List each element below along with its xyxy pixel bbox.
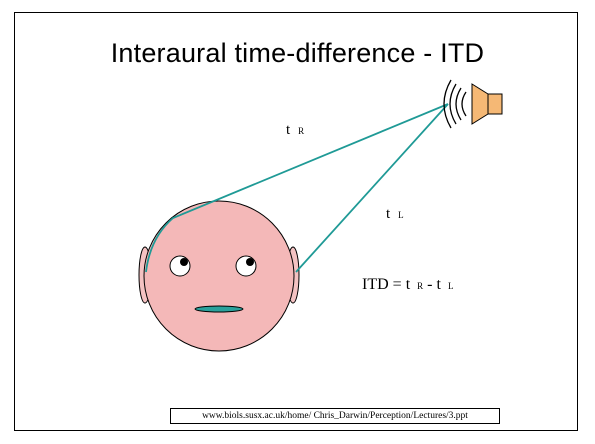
slide-title: Interaural time-difference - ITD <box>110 38 485 68</box>
sound-paths <box>145 103 449 273</box>
mouth <box>194 305 244 313</box>
speaker-icon <box>471 83 503 125</box>
path-to-left-ear <box>145 103 449 273</box>
head-circle <box>143 200 295 352</box>
path-to-right-ear <box>295 103 449 273</box>
head-figure <box>138 200 300 352</box>
right-pupil <box>246 258 254 266</box>
left-pupil <box>180 258 188 266</box>
source-url: www.biols.susx.ac.uk/home/ Chris_Darwin/… <box>170 408 500 424</box>
right-eye <box>235 255 257 277</box>
slide-frame <box>14 12 578 431</box>
label-t-right: t R <box>286 121 304 138</box>
itd-equation: ITD = t R - t L <box>362 276 453 293</box>
sound-waves-icon <box>443 79 467 129</box>
label-t-left: t L <box>386 205 404 222</box>
left-eye <box>169 255 191 277</box>
